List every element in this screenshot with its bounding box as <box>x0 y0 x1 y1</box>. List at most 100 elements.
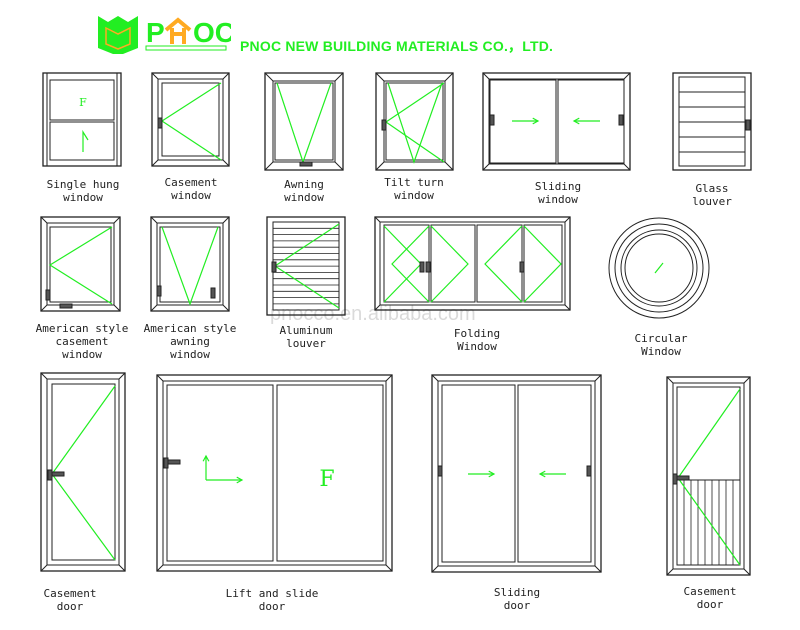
frame-miter <box>482 72 490 80</box>
folding-window <box>374 216 571 311</box>
opening-indicator <box>532 117 540 125</box>
opening-indicator <box>572 117 580 125</box>
handle-icon <box>519 261 525 273</box>
frame-miter <box>623 72 631 80</box>
frame-miter <box>666 568 674 576</box>
sash <box>49 121 115 161</box>
inner-frame <box>46 378 120 566</box>
company-name: PNOC NEW BUILDING MATERIALS CO.，LTD. <box>240 38 554 54</box>
fixed-mark: F <box>319 467 334 492</box>
frame-miter <box>151 159 159 167</box>
frame-miter <box>40 304 48 312</box>
opening-indicator <box>391 225 430 303</box>
opening-indicator <box>484 225 523 303</box>
frame-miter <box>444 161 454 171</box>
opening-indicator <box>430 225 469 303</box>
label-line: Window <box>457 340 497 353</box>
label-line: window <box>170 348 210 361</box>
handle-icon <box>163 457 169 469</box>
outer-frame <box>266 216 346 316</box>
frame-miter <box>222 159 230 167</box>
label-line: window <box>63 191 103 204</box>
handle-icon <box>381 119 387 131</box>
circle-frame <box>614 223 704 313</box>
handle-icon <box>672 473 678 485</box>
handle-icon <box>437 465 443 477</box>
circle-frame <box>624 233 694 303</box>
frame-miter <box>594 565 602 573</box>
glass-louver <box>672 72 752 171</box>
frame-miter <box>334 72 344 82</box>
american-casement-window <box>40 216 121 312</box>
single-hung-window: F <box>42 72 122 167</box>
frame-miter <box>385 374 393 382</box>
label-line: American style <box>143 322 237 335</box>
label-line: door <box>56 600 84 613</box>
aluminum-louver <box>266 216 346 316</box>
inner-frame <box>272 80 336 163</box>
circle-frame <box>620 229 698 307</box>
frame-miter <box>222 304 230 312</box>
frame-miter <box>334 161 344 171</box>
frame-miter <box>156 564 164 572</box>
sash <box>49 79 115 121</box>
outer-frame <box>672 72 752 171</box>
lift-and-slide-door: F <box>156 374 393 572</box>
handle-icon <box>419 261 425 273</box>
frame-miter <box>374 216 381 223</box>
handle-icon <box>47 469 53 481</box>
opening-indicator <box>523 225 562 303</box>
sash <box>49 226 112 303</box>
frame-miter <box>264 161 274 171</box>
inner-frame <box>383 80 446 163</box>
outer-frame <box>666 376 751 576</box>
sash <box>385 82 444 161</box>
handle-icon <box>45 289 51 301</box>
handle-icon <box>489 114 495 126</box>
sash <box>161 82 220 157</box>
fixed-mark: F <box>79 96 87 109</box>
label-line: casement <box>55 335 109 348</box>
outer-frame <box>156 374 393 572</box>
label-line: louver <box>692 195 732 208</box>
frame-miter <box>482 163 490 171</box>
watermark: pnocco.en.alibaba.com <box>270 303 476 325</box>
opening-indicator <box>236 476 244 484</box>
outer-frame <box>40 372 126 572</box>
opening-indicator <box>383 225 422 303</box>
american-awning-window <box>150 216 230 312</box>
label-line: Folding <box>453 327 501 340</box>
label-line: Single hung <box>46 178 120 191</box>
label-line: Glass <box>695 182 729 195</box>
sash <box>274 82 334 161</box>
outer-frame <box>151 72 230 167</box>
label-line: Aluminum <box>279 324 333 337</box>
label-line: window <box>171 189 211 202</box>
outer-frame <box>150 216 230 312</box>
outer-frame <box>431 374 602 573</box>
svg-text:P: P <box>146 17 165 48</box>
frame-miter <box>666 376 674 384</box>
label-line: Casement <box>164 176 218 189</box>
handle-icon <box>586 465 592 477</box>
label-line: window <box>394 189 434 202</box>
sliding-door <box>431 374 602 573</box>
opening-indicator <box>488 470 496 478</box>
sash <box>276 384 384 562</box>
handle-icon <box>676 475 690 481</box>
inner-frame <box>46 72 118 167</box>
frame-miter <box>375 72 385 82</box>
label-line: window <box>284 191 324 204</box>
label-line: window <box>62 348 102 361</box>
sash <box>430 224 476 303</box>
opening-indicator <box>276 82 332 164</box>
opening-indicator <box>384 82 445 163</box>
outer-frame <box>264 72 344 171</box>
label-line: Sliding <box>493 586 541 599</box>
